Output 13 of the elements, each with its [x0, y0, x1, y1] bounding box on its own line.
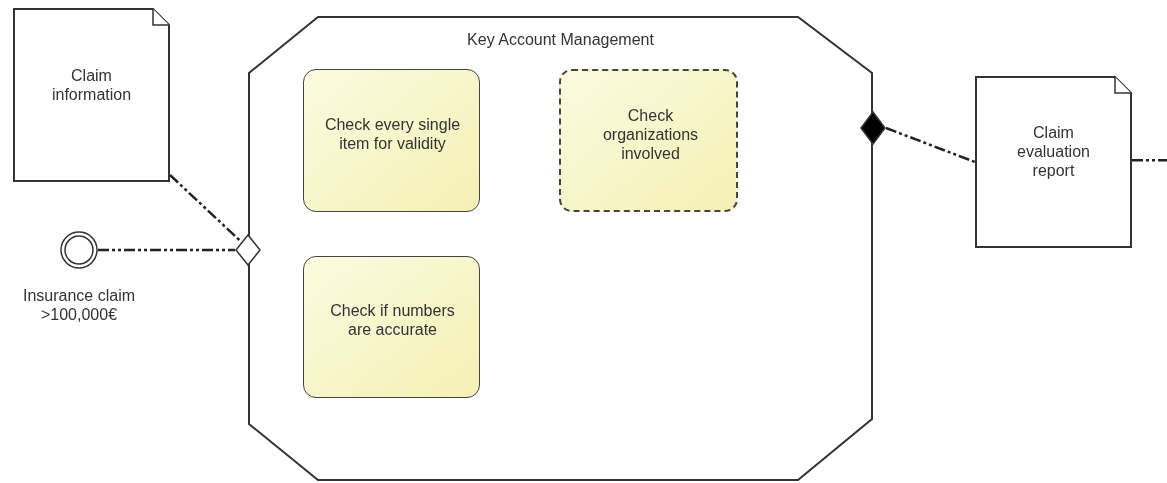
node-label: Check if numbers are accurate — [329, 301, 456, 339]
connector-line — [98, 248, 235, 252]
task-box — [303, 69, 480, 212]
node-label: Claim evaluation report — [1016, 123, 1091, 180]
connector-line — [885, 126, 976, 164]
node-label: Check every single item for validity — [323, 114, 462, 153]
node-label: Key Account Management — [466, 30, 655, 49]
connector-line — [1132, 159, 1167, 162]
task-box — [303, 256, 480, 398]
node-label: Check organizations involved — [601, 106, 700, 163]
event-label: Insurance claim >100,000€ — [21, 286, 136, 324]
node-label: Claim information — [50, 65, 133, 104]
task-box — [559, 69, 738, 212]
